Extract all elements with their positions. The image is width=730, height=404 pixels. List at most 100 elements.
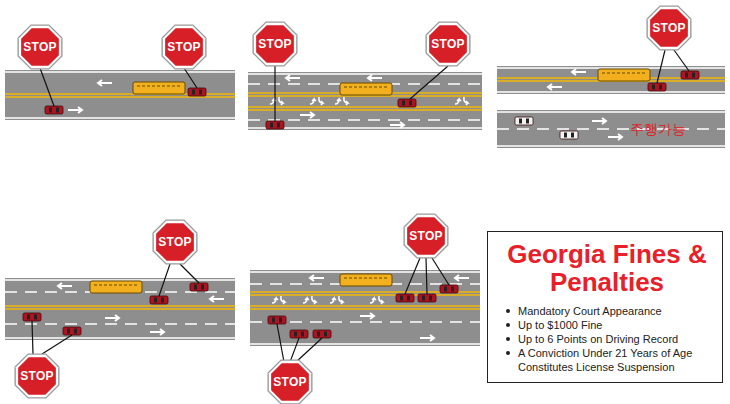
road-surface — [248, 72, 482, 130]
stop-sign-rim — [17, 24, 62, 69]
stop-sign-face — [407, 217, 445, 255]
car — [190, 283, 208, 291]
stop-sign-face — [21, 28, 59, 66]
car — [266, 121, 284, 129]
car — [188, 88, 206, 96]
bus-windows — [94, 285, 138, 286]
stop-text: STOP — [409, 229, 442, 243]
stop-sign-border — [405, 215, 447, 257]
stop-sign-rim — [161, 24, 206, 69]
lane-divider — [497, 128, 725, 130]
school-bus — [598, 69, 650, 81]
leader-line — [290, 338, 299, 362]
center-line — [5, 305, 235, 307]
car-window — [317, 332, 320, 337]
car-window — [692, 73, 695, 78]
stop-sign-face — [650, 9, 688, 47]
car-window — [279, 318, 282, 323]
road-edge-line — [497, 91, 725, 93]
car-window — [564, 133, 567, 138]
stop-sign-border — [16, 355, 58, 397]
school-bus — [133, 82, 185, 94]
stop-sign: STOP — [425, 21, 471, 67]
car — [45, 106, 63, 114]
car-window — [277, 123, 280, 128]
bus-windows — [344, 87, 388, 88]
car-window — [201, 285, 204, 290]
stop-sign-rim — [403, 213, 448, 258]
leader-line — [32, 321, 33, 354]
bullet-dot — [506, 323, 510, 327]
car-window — [422, 296, 425, 301]
leader-line — [274, 66, 275, 121]
leader-line — [657, 50, 665, 83]
road-surface — [250, 270, 480, 346]
car-window — [402, 101, 405, 106]
stop-sign-border — [163, 26, 205, 68]
turn-lane-arrow — [455, 97, 468, 105]
car-window — [154, 298, 157, 303]
direction-arrow — [608, 134, 622, 140]
stop-sign-face — [165, 28, 203, 66]
road-edge-line — [250, 343, 480, 345]
car — [560, 131, 578, 139]
penalties-box: Georgia Fines & PenaltiesMandatory Court… — [487, 231, 723, 383]
car-window — [400, 296, 403, 301]
car-window — [67, 329, 70, 334]
stop-sign-border — [254, 23, 296, 65]
stop-text: STOP — [158, 235, 191, 249]
leader-line — [674, 50, 689, 71]
stop-sign-face — [256, 25, 294, 63]
penalty-item: Up to 6 Points on Driving Record — [504, 332, 710, 346]
car — [515, 117, 533, 125]
car-window — [199, 90, 202, 95]
leader-line — [296, 338, 322, 362]
car-window — [652, 85, 655, 90]
car — [396, 294, 414, 302]
stop-sign-border — [154, 221, 196, 263]
center-line — [5, 96, 235, 98]
direction-arrow — [150, 329, 164, 335]
car-window — [519, 119, 522, 124]
stop-sign-face — [271, 363, 309, 401]
car-window — [407, 296, 410, 301]
bullet-dot — [506, 337, 510, 341]
car — [313, 330, 331, 338]
road-surface — [497, 110, 725, 148]
bullet-dot — [506, 351, 510, 355]
car-window — [270, 123, 273, 128]
turn-lane-arrow — [330, 296, 343, 304]
car-window — [685, 73, 688, 78]
turn-lane-arrow — [270, 97, 283, 105]
center-line — [250, 294, 480, 296]
school-bus — [90, 281, 142, 293]
penalty-item: Mandatory Court Appearance — [504, 304, 710, 318]
direction-arrow — [310, 275, 324, 281]
car-window — [301, 332, 304, 337]
direction-arrow — [360, 313, 374, 319]
stop-sign: STOP — [14, 353, 60, 399]
leader-line — [277, 324, 284, 362]
car-window — [294, 332, 297, 337]
stop-sign-rim — [646, 5, 691, 50]
car-window — [49, 108, 52, 113]
school-bus — [340, 274, 392, 286]
center-line — [250, 308, 480, 310]
road-edge-line — [5, 71, 235, 73]
car-window — [192, 90, 195, 95]
stop-sign: STOP — [403, 213, 449, 259]
center-line — [250, 305, 480, 307]
stop-text: STOP — [431, 37, 464, 51]
car-window — [571, 133, 574, 138]
stop-text: STOP — [20, 369, 53, 383]
leader-line — [410, 66, 448, 99]
car-window — [451, 287, 454, 292]
stop-sign: STOP — [267, 359, 313, 404]
car — [63, 327, 81, 335]
car-window — [34, 315, 37, 320]
stop-sign: STOP — [252, 21, 298, 67]
car-window — [444, 287, 447, 292]
penalties-title: Georgia Fines & Penalties — [504, 240, 710, 296]
stop-text: STOP — [23, 40, 56, 54]
stop-text: STOP — [652, 21, 685, 35]
